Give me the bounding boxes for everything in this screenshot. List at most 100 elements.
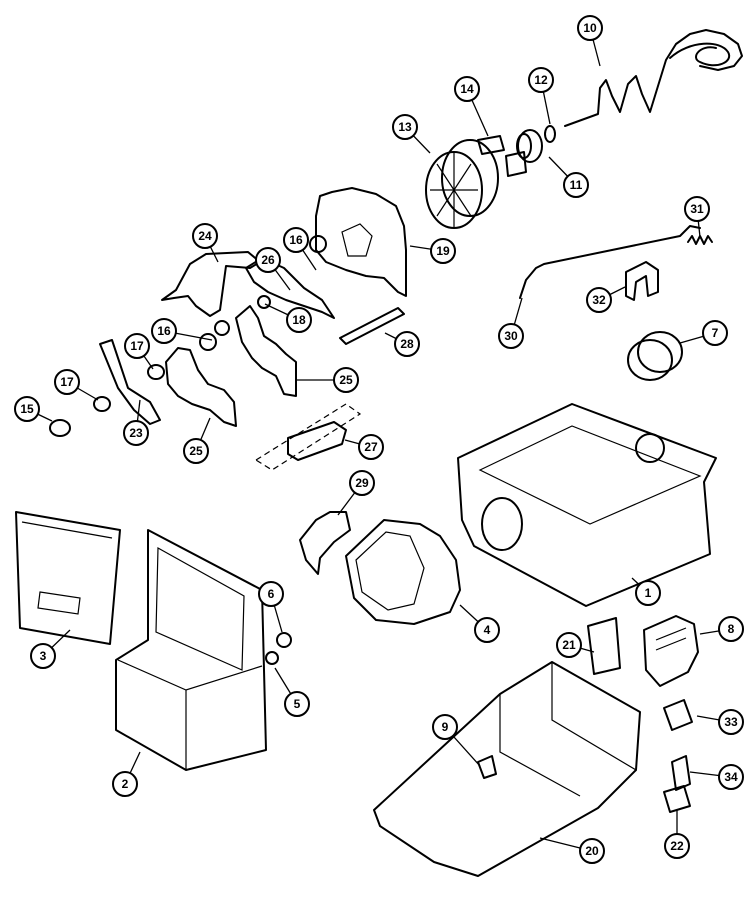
callout-number: 7 (712, 326, 719, 340)
part-14-blades (477, 135, 527, 177)
part-31-spring (687, 235, 713, 245)
callout-c18: 18 (264, 303, 312, 333)
callout-layer: 1234567891011121314151616171718192021222… (14, 15, 744, 864)
callout-number: 6 (268, 587, 275, 601)
part-3-panel (15, 511, 121, 645)
callout-circle (333, 367, 359, 393)
callout-c6: 6 (258, 581, 284, 633)
callout-number: 25 (189, 444, 203, 458)
callout-circle (124, 333, 150, 359)
callout-circle (498, 323, 524, 349)
part-34-switch (671, 755, 691, 791)
callout-number: 27 (364, 440, 378, 454)
callout-c12: 12 (528, 67, 554, 125)
callout-c29: 29 (337, 470, 375, 516)
part-7-ring (627, 331, 683, 381)
callout-number: 17 (60, 375, 74, 389)
callout-c31: 31 (684, 196, 710, 238)
callout-circle (528, 67, 554, 93)
callout-c16b: 16 (151, 318, 213, 344)
callout-c19: 19 (409, 238, 456, 264)
callout-number: 2 (122, 777, 129, 791)
callout-c15: 15 (14, 396, 53, 422)
callout-c11: 11 (548, 156, 589, 198)
callout-c3: 3 (30, 629, 71, 669)
callout-number: 10 (583, 21, 597, 35)
callout-number: 32 (592, 293, 606, 307)
callout-number: 19 (436, 244, 450, 258)
callout-c26: 26 (255, 247, 291, 291)
callout-circle (635, 580, 661, 606)
part-30-rod (519, 225, 701, 299)
callout-circle (563, 172, 589, 198)
callout-c14: 14 (454, 76, 489, 137)
callout-number: 4 (484, 623, 491, 637)
callout-circle (718, 616, 744, 642)
callout-circle (14, 396, 40, 422)
part-17-bushing (93, 364, 165, 412)
callout-circle (192, 223, 218, 249)
callout-circle (586, 287, 612, 313)
part-23-lever (99, 339, 161, 425)
callout-circle (394, 331, 420, 357)
callout-number: 23 (129, 426, 143, 440)
callout-circle (284, 691, 310, 717)
callout-number: 21 (562, 638, 576, 652)
callout-number: 18 (292, 313, 306, 327)
callout-number: 16 (289, 233, 303, 247)
callout-circle (286, 307, 312, 333)
part-16-bushing (199, 235, 327, 351)
part-25-bracket-lower (165, 347, 237, 427)
callout-number: 25 (339, 373, 353, 387)
callout-circle (718, 709, 744, 735)
callout-c8: 8 (699, 616, 744, 642)
callout-circle (454, 76, 480, 102)
callout-number: 31 (690, 202, 704, 216)
part-22-actuator (663, 785, 691, 813)
part-20-tray-housing (373, 661, 641, 877)
callout-c4: 4 (459, 604, 500, 643)
callout-number: 15 (20, 402, 34, 416)
callout-c24: 24 (192, 223, 219, 263)
callout-circle (577, 15, 603, 41)
part-5-nut (265, 651, 279, 665)
callout-c25b: 25 (183, 417, 211, 464)
callout-circle (556, 632, 582, 658)
callout-number: 30 (504, 329, 518, 343)
callout-c1: 1 (631, 577, 661, 606)
part-28-shaft (339, 307, 405, 345)
callout-number: 12 (534, 73, 548, 87)
callout-circle (349, 470, 375, 496)
callout-number: 11 (570, 178, 583, 192)
part-13-wheel (425, 139, 499, 229)
callout-number: 20 (585, 844, 599, 858)
callout-number: 34 (724, 770, 738, 784)
callout-c5: 5 (274, 667, 310, 717)
callout-number: 33 (724, 715, 738, 729)
callout-c17: 17 (124, 333, 154, 370)
part-18-bushing (257, 295, 271, 309)
callout-circle (54, 369, 80, 395)
part-15-nut (49, 419, 71, 437)
callout-circle (123, 420, 149, 446)
callout-circle (684, 196, 710, 222)
callout-number: 8 (728, 622, 735, 636)
part-9-clip (477, 755, 497, 779)
part-24-bracket (161, 251, 261, 317)
callout-number: 5 (294, 697, 301, 711)
callout-c20: 20 (539, 837, 605, 864)
part-8-motor-block (643, 615, 699, 687)
part-29-chute (299, 511, 351, 575)
part-2-dispenser-front (115, 529, 267, 771)
callout-c25: 25 (296, 367, 359, 393)
callout-c16: 16 (283, 227, 317, 271)
callout-number: 29 (355, 476, 369, 490)
part-12-washer (544, 125, 556, 143)
callout-circle (474, 617, 500, 643)
callout-number: 17 (130, 339, 144, 353)
callout-number: 1 (645, 586, 652, 600)
part-6-washer (276, 632, 292, 648)
callout-c34: 34 (689, 764, 744, 790)
callout-circle (432, 714, 458, 740)
